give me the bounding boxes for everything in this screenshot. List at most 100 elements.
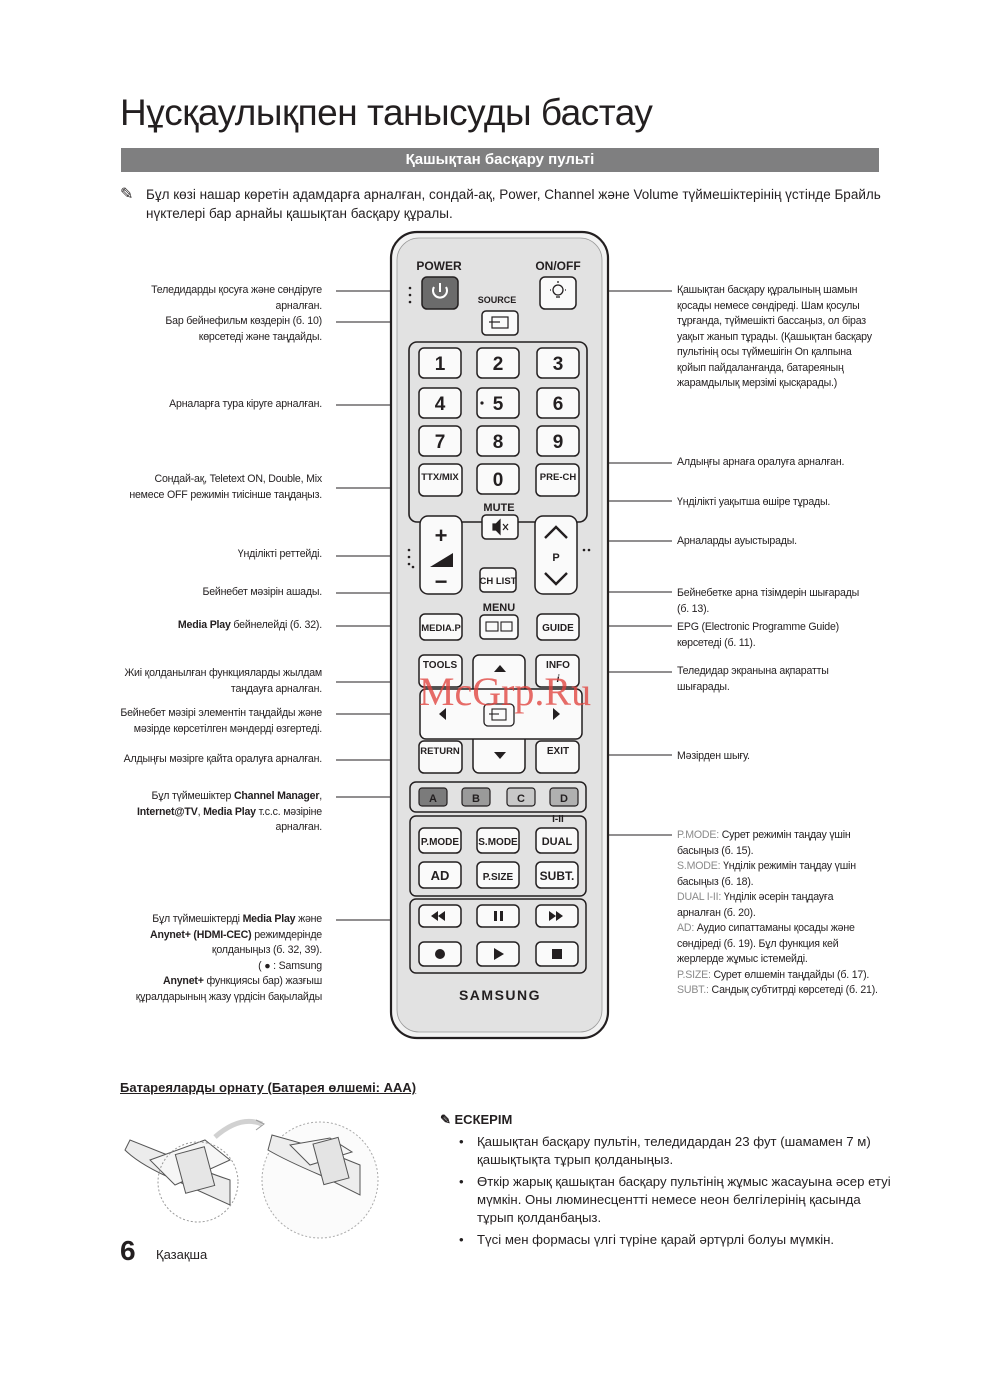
digit-button[interactable]	[418, 347, 462, 379]
digit-button[interactable]	[476, 463, 520, 495]
annotation-color-buttons: Бұл түймешіктер Channel Manager, Interne…	[137, 789, 322, 836]
arrow-right-button[interactable]	[553, 708, 560, 720]
annotation-play-l1-post: және	[295, 913, 322, 925]
annotation-modes-line: SUBT.: Сандық субтитрді көрсетеді (б. 21…	[677, 983, 878, 999]
annotation-source-line2: көрсетеді және таңдайды.	[198, 330, 322, 343]
annotation-color-l2-bold1: Internet@TV	[137, 805, 198, 818]
guide-button[interactable]	[536, 613, 580, 641]
pre-ch-button[interactable]	[535, 463, 580, 497]
return-button[interactable]	[418, 740, 463, 774]
ad-button[interactable]	[418, 861, 462, 889]
media-p-button[interactable]	[419, 613, 463, 641]
annotation-mode-text: басыңыз (б. 15).	[677, 844, 754, 857]
annotation-color-l3: арналған.	[275, 821, 323, 833]
color-button-c[interactable]	[506, 787, 536, 807]
color-button-d[interactable]	[549, 787, 579, 807]
annotation-mediap: Media Play бейнелейді (б. 32).	[178, 618, 322, 634]
digit-button[interactable]	[476, 387, 520, 419]
annotation-exit-line1: Мәзірден шығу.	[677, 750, 750, 762]
annotation-mode-text: Үнділік режимін таңдау үшін	[720, 860, 856, 872]
tools-button[interactable]	[418, 654, 463, 688]
psize-label: P.SIZE	[483, 872, 514, 883]
annotation-prech: Алдыңғы арнаға оралуға арналған.	[677, 455, 844, 471]
digit-button[interactable]	[418, 425, 462, 457]
note-pencil-icon: ✎	[440, 1112, 455, 1127]
annotation-return: Алдыңғы мәзірге қайта оралуға арналған.	[124, 752, 323, 768]
menu-icon	[485, 621, 513, 632]
pause-icon	[494, 911, 503, 921]
volume-up-icon: +	[435, 523, 448, 548]
arrow-up-button[interactable]	[494, 665, 506, 672]
note-pencil-icon: ✎	[120, 186, 134, 203]
annotation-mode-text: Сурет режимін таңдау үшін	[718, 829, 851, 841]
note-item: Қашықтан басқару пультін, теледидардан 2…	[459, 1133, 899, 1169]
annotation-mode-text: Сурет өлшемін таңдайды (б. 17).	[710, 968, 870, 981]
page-number: 6	[120, 1235, 136, 1266]
annotation-onoff-line: қосады немесе сөндіреді. Шам қосулы	[677, 299, 860, 312]
source-button[interactable]	[481, 310, 519, 336]
digit-button[interactable]	[476, 425, 520, 457]
annotation-source: Бар бейнефильм көздерін (б. 10) көрсетед…	[165, 314, 322, 345]
mediap-label: MEDIA.P	[421, 623, 461, 634]
annotation-tools-line1: Жиі қолданылған функцияларды жылдам	[124, 667, 322, 679]
arrow-left-button[interactable]	[439, 708, 446, 720]
menu-button[interactable]	[479, 614, 519, 640]
annotation-modes-line: P.MODE: Сурет режимін таңдау үшін	[677, 828, 878, 844]
notes-title: ЕСКЕРІМ	[454, 1112, 513, 1127]
annotation-modes-line: басыңыз (б. 15).	[677, 844, 878, 860]
annotation-color-l1-bold: Channel Manager	[233, 790, 320, 802]
annotation-onoff-line: Қашықтан басқару құралының шамын	[677, 284, 858, 296]
subt-button[interactable]	[535, 861, 579, 889]
onoff-button[interactable]	[539, 276, 577, 310]
annotation-info-line1: Теледидар экранына ақпаратты	[677, 665, 829, 677]
dual-button[interactable]	[535, 827, 579, 854]
arrow-down-button[interactable]	[494, 752, 506, 759]
annotation-play-l1-pre: Бұл түймешіктерді	[152, 913, 243, 925]
ttx-mix-button[interactable]	[418, 463, 463, 497]
play-icon	[494, 948, 504, 960]
stop-icon	[552, 949, 562, 959]
mute-speaker-icon	[492, 518, 509, 536]
dual-label: DUAL	[542, 836, 573, 848]
digit-button[interactable]	[476, 347, 520, 379]
annotation-guide-line1: EPG (Electronic Programme Guide)	[677, 621, 839, 633]
annotation-mode-text: жерлерде жұмыс істемейді.	[677, 953, 808, 965]
page-title: Нұсқаулықпен танысуды бастау	[120, 92, 653, 133]
p-mode-button[interactable]	[418, 827, 462, 854]
annotation-onoff-line: жарамдылық мерзімі қысқарады.)	[677, 377, 838, 389]
menu-label: MENU	[483, 602, 515, 614]
pause-button[interactable]	[476, 904, 520, 928]
digit-label: 4	[435, 394, 446, 415]
channel-down-icon	[544, 572, 568, 586]
source-label: SOURCE	[478, 295, 517, 305]
annotation-play-l6: құралдарының жазу үрдісін бақылайды	[135, 990, 322, 1003]
digit-button[interactable]	[536, 347, 580, 379]
annotation-ttx-line1: Сондай-ақ, Teletext ON, Double, Mix	[154, 473, 323, 485]
color-button-b[interactable]	[461, 787, 491, 807]
power-button[interactable]	[421, 276, 459, 310]
digit-button[interactable]	[536, 387, 580, 419]
digit-button[interactable]	[418, 387, 462, 419]
s-mode-button[interactable]	[476, 827, 520, 854]
section-title: Қашықтан басқару пульті	[405, 151, 595, 168]
light-bulb-icon	[550, 281, 566, 298]
annotation-source-line1: Бар бейнефильм көздерін (б. 10)	[165, 315, 322, 327]
color-button-a[interactable]	[418, 787, 448, 807]
annotation-chlist-line2: (б. 13).	[677, 602, 710, 615]
annotation-numbers: Арналарға тура кіруге арналған.	[169, 397, 322, 413]
p-size-button[interactable]	[476, 861, 520, 889]
battery-section-title: Батареяларды орнату (Батарея өлшемі: AAA…	[120, 1080, 417, 1095]
annotation-mode-key: SUBT.:	[677, 984, 709, 996]
digit-label: 8	[493, 432, 504, 453]
digit-button[interactable]	[536, 425, 580, 457]
ch-list-button[interactable]	[479, 567, 517, 593]
annotation-mode-key: P.SIZE:	[677, 968, 711, 981]
annotation-color-l2-post: т.с.с. мәзіріне	[255, 805, 323, 818]
info-button[interactable]	[535, 654, 580, 688]
record-icon	[435, 949, 445, 959]
p-label: P	[552, 552, 559, 564]
annotation-onoff-line: тұрғанда, түймешікті бассаңыз, ол біраз	[677, 315, 866, 327]
exit-button[interactable]	[535, 740, 580, 774]
volume-rocker[interactable]	[419, 515, 463, 595]
